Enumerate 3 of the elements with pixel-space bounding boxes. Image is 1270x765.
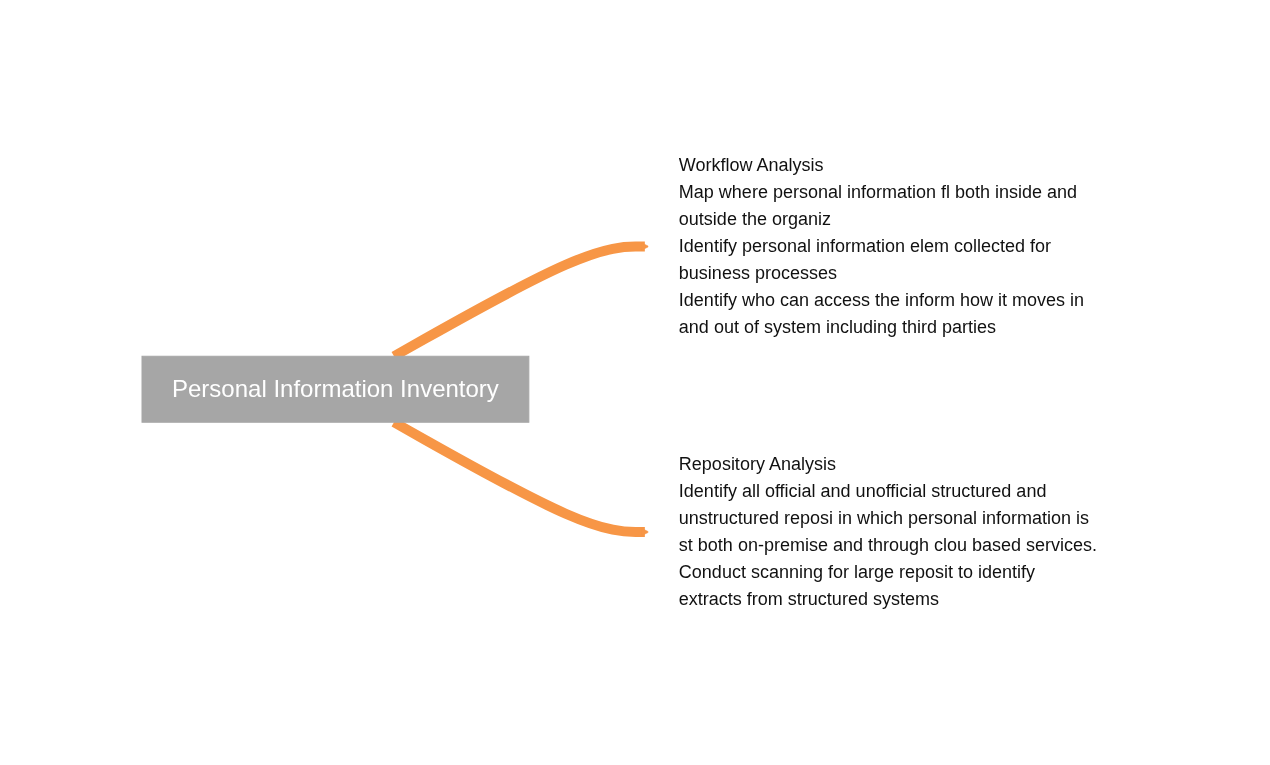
node-box: Personal Information Inventory (141, 355, 529, 423)
node-text: Workflow Analysis Map where personal information fl both inside and outside the organiz Identify personal information elem collected for business processes Identify who can access the inform how it moves in and out of system including third parties (678, 155, 1084, 337)
node-text: Repository Analysis Identify all official and unofficial structured and unstructured reposi in which personal information is st both on-premise and through clou based services. Conduct scanning for large reposit to identify extracts from structured systems (678, 454, 1097, 609)
